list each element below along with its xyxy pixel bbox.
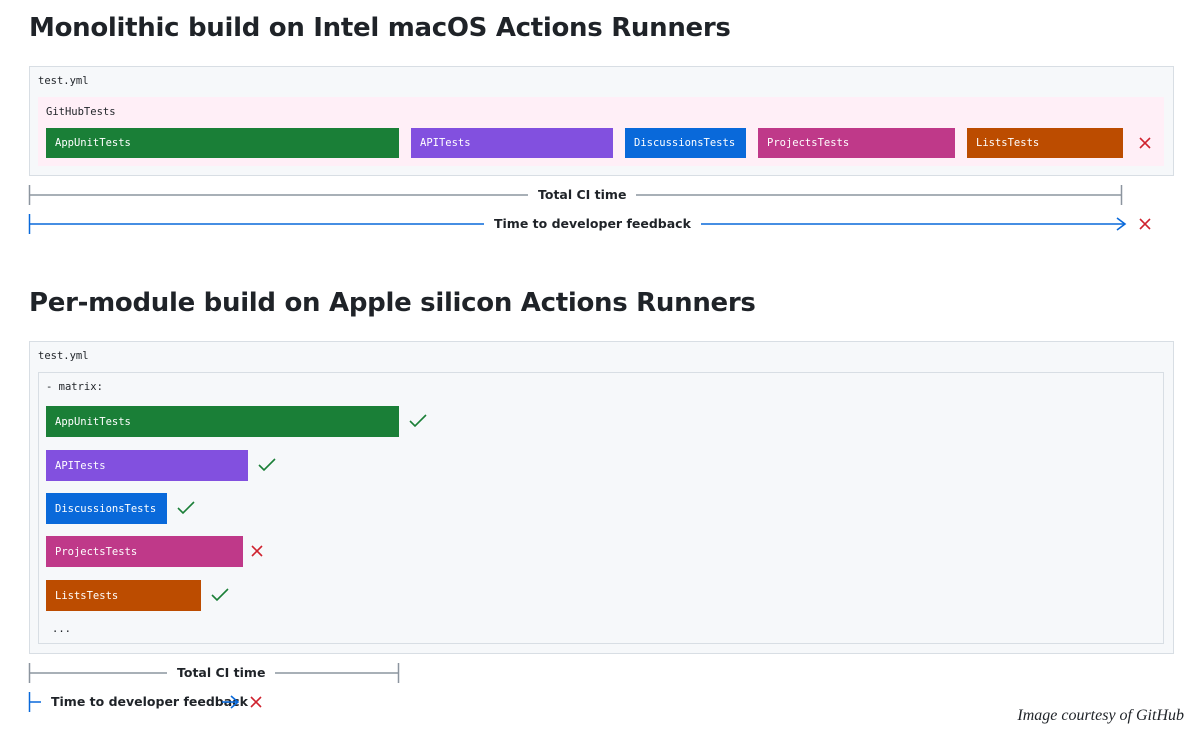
fail-x-icon bbox=[1139, 218, 1151, 230]
check-icon bbox=[177, 501, 195, 515]
job-bar-appunittests: AppUnitTests bbox=[46, 128, 399, 158]
job-bar-apitests: APITests bbox=[411, 128, 613, 158]
job-bar-discussionstests: DiscussionsTests bbox=[625, 128, 746, 158]
fail-x-icon bbox=[250, 696, 262, 708]
developer-feedback-label: Time to developer feedback bbox=[484, 216, 701, 231]
total-ci-time-label: Total CI time bbox=[167, 665, 276, 680]
arrow-right-icon bbox=[1116, 217, 1127, 231]
developer-feedback-label: Time to developer feedback bbox=[41, 694, 258, 709]
job-bar-projectstests: ProjectsTests bbox=[46, 536, 243, 567]
matrix-label: - matrix: bbox=[46, 381, 103, 393]
fail-x-icon bbox=[251, 545, 263, 557]
section1-title: Monolithic build on Intel macOS Actions … bbox=[29, 13, 731, 43]
check-icon bbox=[211, 588, 229, 602]
fail-x-icon bbox=[1139, 137, 1151, 149]
job-group-label: GitHubTests bbox=[46, 106, 116, 118]
job-bar-apitests: APITests bbox=[46, 450, 248, 481]
image-credit: Image courtesy of GitHub bbox=[1017, 707, 1184, 724]
total-ci-time-label: Total CI time bbox=[528, 187, 637, 202]
workflow-file-name: test.yml bbox=[38, 350, 89, 362]
workflow-file-name: test.yml bbox=[38, 75, 89, 87]
section2-title: Per-module build on Apple silicon Action… bbox=[29, 288, 756, 318]
job-bar-discussionstests: DiscussionsTests bbox=[46, 493, 167, 524]
job-bar-liststests: ListsTests bbox=[967, 128, 1123, 158]
matrix-group bbox=[38, 372, 1164, 644]
arrow-right-icon bbox=[222, 695, 240, 709]
job-bar-appunittests: AppUnitTests bbox=[46, 406, 399, 437]
check-icon bbox=[258, 458, 276, 472]
matrix-ellipsis: ... bbox=[52, 623, 71, 635]
job-bar-liststests: ListsTests bbox=[46, 580, 201, 611]
check-icon bbox=[409, 414, 427, 428]
developer-feedback-line bbox=[28, 692, 42, 712]
per-module-workflow-panel bbox=[29, 341, 1174, 654]
job-bar-projectstests: ProjectsTests bbox=[758, 128, 955, 158]
